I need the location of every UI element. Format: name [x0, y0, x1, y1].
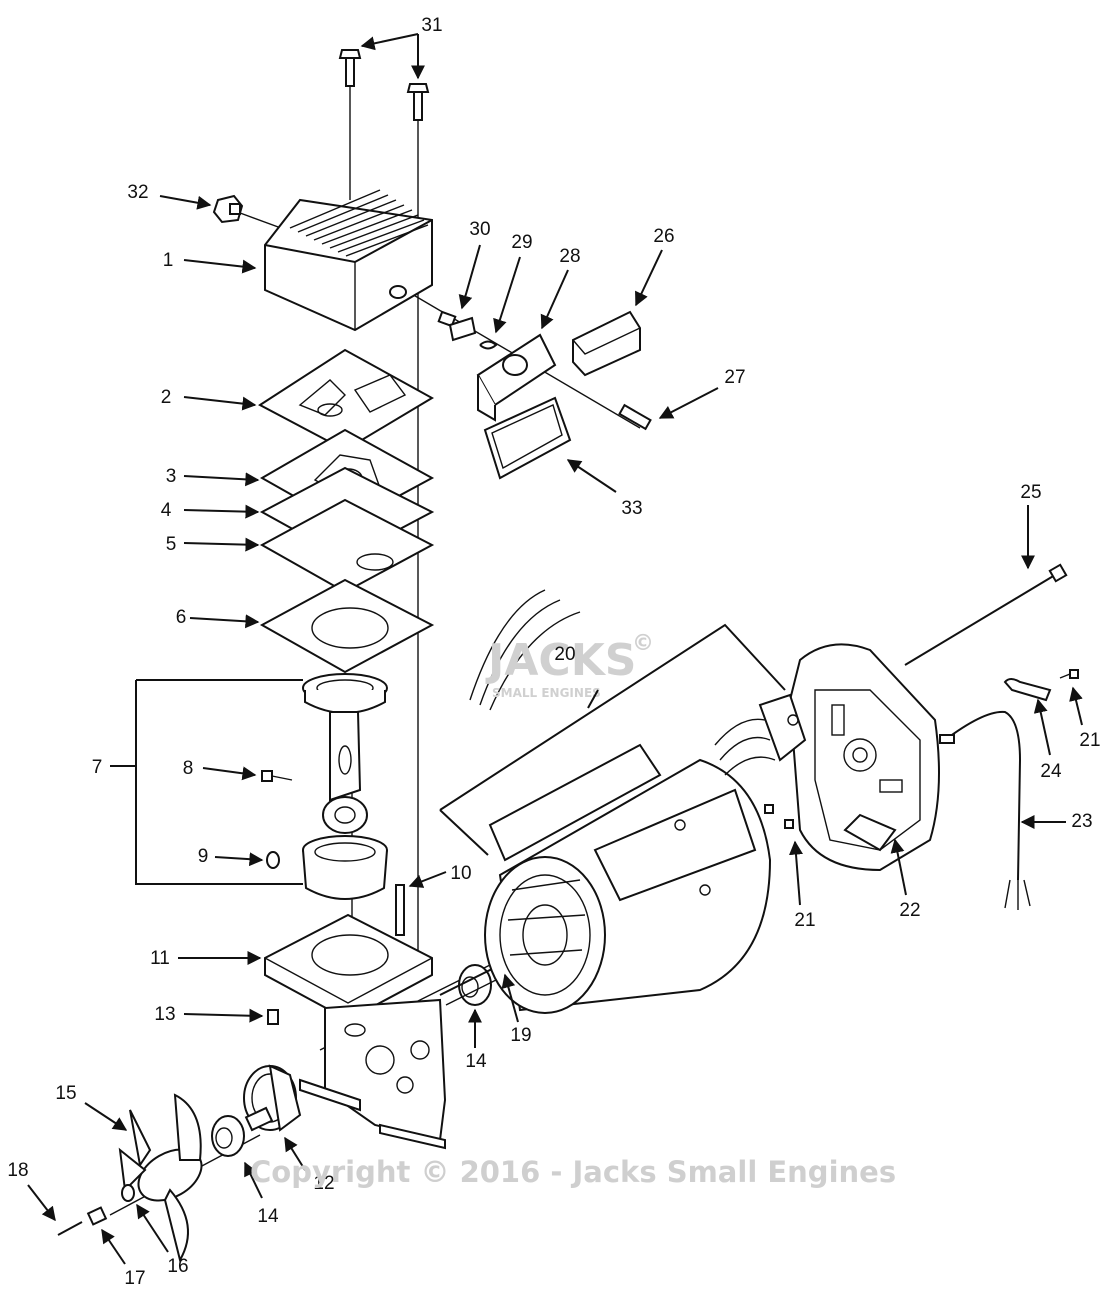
callout-14-front-bearing: 14	[257, 1206, 279, 1227]
callout-29: 29	[511, 232, 532, 253]
callout-11: 11	[150, 948, 170, 969]
callout-26: 26	[653, 226, 674, 247]
rod-screw	[261, 770, 293, 782]
watermark-logo-subtext: SMALL ENGINES	[492, 686, 601, 700]
o-ring	[479, 340, 498, 350]
motor-stator-housing	[484, 743, 772, 1014]
callout-23: 23	[1071, 811, 1092, 832]
fan-washer	[121, 1184, 135, 1202]
callout-labels: 31 32 1 2 3 4 5 6 7 8 9 10 11 13 14 19 2…	[7, 15, 1100, 1289]
end-bell-screws	[764, 804, 794, 829]
callout-25: 25	[1020, 482, 1041, 503]
callout-18: 18	[7, 1160, 28, 1181]
cooling-fan	[118, 1093, 203, 1263]
callout-27: 27	[724, 367, 745, 388]
callout-13: 13	[154, 1004, 175, 1025]
motor-group-bracket	[439, 623, 786, 856]
logo-swoosh-icon	[469, 589, 581, 711]
cord-clamp	[1003, 678, 1052, 702]
head-plug	[212, 194, 244, 224]
filter-element	[572, 310, 641, 377]
callout-6: 6	[176, 607, 187, 628]
callout-21-clamp: 21	[1079, 730, 1100, 751]
callout-16: 16	[167, 1256, 188, 1277]
callout-31: 31	[421, 15, 442, 36]
callout-30: 30	[469, 219, 490, 240]
power-cord	[939, 710, 1031, 910]
head-bolt-left	[338, 49, 362, 87]
washer	[266, 851, 280, 869]
cylinder-head	[264, 189, 433, 332]
callout-15: 15	[55, 1083, 76, 1104]
callout-10: 10	[450, 863, 471, 884]
callout-24: 24	[1040, 761, 1062, 782]
watermark-copyright-symbol: ©	[632, 631, 654, 656]
valve-plate-gasket	[258, 348, 435, 452]
watermark-logo: JACKS © SMALL ENGINES	[469, 589, 654, 711]
mounting-bracket	[476, 333, 557, 422]
callout-2: 2	[161, 387, 172, 408]
bearing-front	[211, 1115, 245, 1157]
callout-3: 3	[166, 466, 177, 487]
filter-screw	[618, 403, 652, 431]
callout-4: 4	[161, 500, 172, 521]
callout-28: 28	[559, 246, 580, 267]
callout-12: 12	[313, 1173, 334, 1194]
callout-19: 19	[510, 1025, 531, 1046]
callout-5: 5	[166, 534, 177, 555]
unloader-valve	[437, 310, 477, 342]
set-screw	[267, 1009, 279, 1025]
watermark-copyright-line: Copyright © 2016 - Jacks Small Engines	[250, 1155, 896, 1189]
callout-33: 33	[621, 498, 642, 519]
callout-9: 9	[198, 846, 209, 867]
through-bolt	[904, 563, 1068, 666]
clamp-screw	[1059, 669, 1079, 679]
watermark-logo-text: JACKS	[485, 635, 637, 686]
motor-switch-wiring	[714, 693, 807, 776]
cylinder-plate	[259, 498, 435, 594]
callout-8: 8	[183, 758, 194, 779]
callout-7: 7	[92, 757, 103, 778]
piston-rod-assembly	[302, 673, 388, 834]
dowel-pin	[395, 884, 405, 936]
callout-1: 1	[163, 250, 174, 271]
callout-32: 32	[127, 182, 148, 203]
cylinder-head-cooling-fins	[289, 189, 429, 257]
callout-17: 17	[124, 1268, 145, 1289]
filter-housing	[483, 396, 572, 480]
cylinder-sleeve	[302, 835, 388, 900]
fan-nut	[86, 1206, 108, 1226]
crankcase	[264, 913, 447, 1150]
fan-screw	[57, 1221, 83, 1236]
leader-lines	[27, 33, 1083, 1265]
callout-14-rear-bearing: 14	[465, 1051, 487, 1072]
crankshaft	[243, 1064, 302, 1132]
head-bolt-right	[406, 83, 430, 121]
cylinder-gasket	[259, 578, 435, 674]
motor-end-bell	[788, 643, 940, 872]
callout-22: 22	[899, 900, 920, 921]
callout-20: 20	[554, 644, 575, 665]
callout-21-end-bell: 21	[794, 910, 815, 931]
